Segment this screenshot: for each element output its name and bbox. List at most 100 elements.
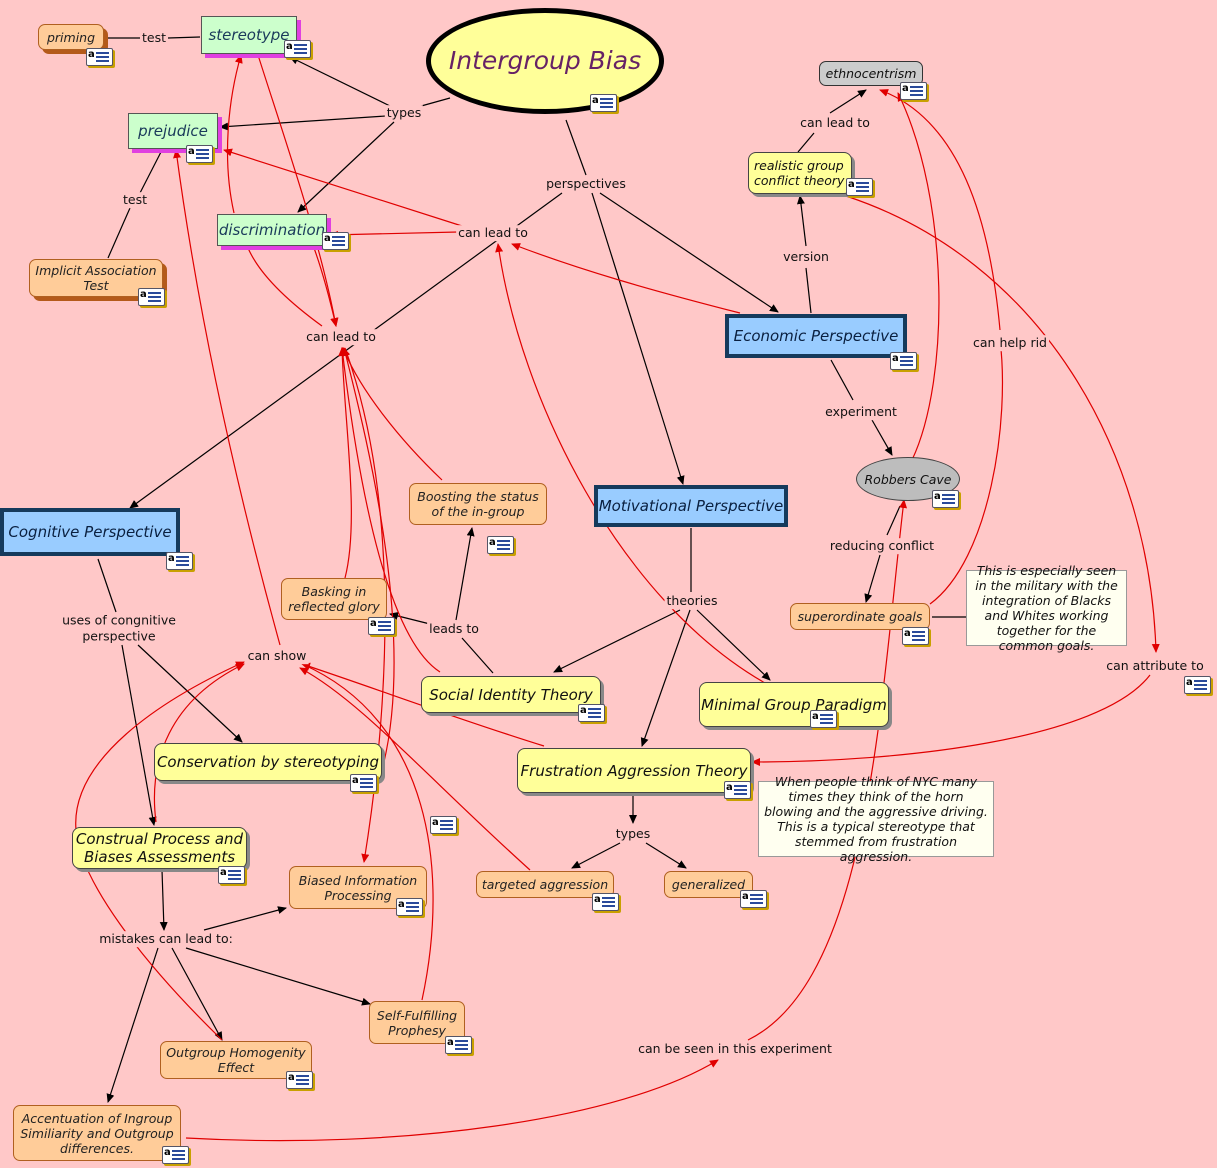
resource-icon[interactable] bbox=[445, 1036, 472, 1054]
resource-icon[interactable] bbox=[138, 288, 165, 306]
link-label-types: types bbox=[384, 105, 424, 121]
resource-icon[interactable] bbox=[322, 232, 349, 250]
resource-icon[interactable] bbox=[900, 82, 927, 100]
rgct-node[interactable]: realistic group conflict theory bbox=[748, 152, 852, 194]
ethnocentrism-label: ethnocentrism bbox=[825, 66, 917, 81]
social-identity-theory-node[interactable]: Social Identity Theory bbox=[421, 676, 601, 713]
prejudice-node[interactable]: prejudice bbox=[128, 113, 218, 149]
link-label-can-attribute-to: can attribute to bbox=[1104, 658, 1206, 674]
frustration-aggression-theory-node[interactable]: Frustration Aggression Theory bbox=[517, 748, 751, 793]
military-note[interactable]: This is especially seen in the military … bbox=[966, 563, 1127, 653]
military-note-text: This is especially seen in the military … bbox=[975, 563, 1118, 653]
minimal-group-paradigm-node[interactable]: Minimal Group Paradigm bbox=[699, 682, 889, 727]
sfp-label: Self-Fulfilling Prophesy bbox=[376, 1007, 458, 1038]
cognitive-perspective-node[interactable]: Cognitive Perspective bbox=[0, 508, 180, 556]
resource-icon[interactable] bbox=[86, 48, 113, 66]
link-label-theories: theories bbox=[664, 593, 720, 609]
rgct-label: realistic group conflict theory bbox=[754, 158, 845, 188]
resource-icon[interactable] bbox=[286, 1071, 313, 1089]
bip-label: Biased Information Processing bbox=[298, 872, 418, 903]
resource-icon[interactable] bbox=[218, 866, 245, 884]
motivational-label: Motivational Perspective bbox=[598, 497, 784, 515]
discrimination-node[interactable]: discrimination bbox=[217, 214, 327, 246]
resource-icon[interactable] bbox=[810, 710, 837, 728]
prejudice-label: prejudice bbox=[138, 122, 208, 140]
link-label-perspectives: perspectives bbox=[544, 176, 628, 192]
link-label-test: test bbox=[139, 30, 169, 46]
resource-icon[interactable] bbox=[284, 40, 311, 58]
resource-icon[interactable] bbox=[902, 627, 929, 645]
resource-icon[interactable] bbox=[592, 893, 619, 911]
resource-icon[interactable] bbox=[932, 490, 959, 508]
resource-icon[interactable] bbox=[350, 774, 377, 792]
link-label-test-2: test bbox=[120, 192, 150, 208]
link-label-version: version bbox=[781, 249, 831, 265]
conservation-label: Conservation by stereotyping bbox=[156, 753, 380, 771]
priming-label: priming bbox=[46, 29, 96, 45]
boosting-node[interactable]: Boosting the status of the in-group bbox=[409, 483, 547, 525]
accentuation-node[interactable]: Accentuation of Ingroup Similiarity and … bbox=[13, 1105, 181, 1161]
cognitive-label: Cognitive Perspective bbox=[8, 523, 172, 541]
construal-node[interactable]: Construal Process and Biases Assessments bbox=[72, 827, 247, 869]
targeted-label: targeted aggression bbox=[481, 877, 609, 892]
resource-icon[interactable] bbox=[162, 1146, 189, 1164]
robbers-cave-label: Robbers Cave bbox=[864, 471, 952, 487]
resource-icon[interactable] bbox=[368, 617, 395, 635]
nyc-note-text: When people think of NYC many times they… bbox=[764, 774, 988, 864]
ohe-label: Outgroup Homogenity Effect bbox=[166, 1045, 306, 1075]
resource-icon[interactable] bbox=[578, 704, 605, 722]
generalized-node[interactable]: generalized bbox=[664, 871, 753, 898]
link-label-uses: uses of congnitive perspective bbox=[58, 612, 180, 644]
resource-icon[interactable] bbox=[846, 178, 873, 196]
targeted-aggression-node[interactable]: targeted aggression bbox=[476, 871, 614, 898]
robbers-cave-node[interactable]: Robbers Cave bbox=[856, 457, 960, 501]
resource-icon[interactable] bbox=[396, 898, 423, 916]
link-label-can-show: can show bbox=[245, 648, 309, 664]
resource-icon[interactable] bbox=[430, 816, 457, 834]
iat-label: Implicit Association Test bbox=[35, 263, 157, 293]
stereotype-node[interactable]: stereotype bbox=[201, 16, 297, 54]
link-label-experiment: experiment bbox=[823, 404, 899, 420]
superordinate-label: superordinate goals bbox=[797, 609, 923, 624]
basking-node[interactable]: Basking in reflected glory bbox=[281, 578, 387, 620]
outgroup-homogenity-node[interactable]: Outgroup Homogenity Effect bbox=[160, 1041, 312, 1079]
fat-label: Frustration Aggression Theory bbox=[520, 761, 748, 780]
link-label-can-lead-to: can lead to bbox=[798, 115, 872, 131]
link-label-reducing-conflict: reducing conflict bbox=[827, 538, 937, 554]
generalized-label: generalized bbox=[671, 877, 746, 892]
resource-icon[interactable] bbox=[487, 536, 514, 554]
resource-icon[interactable] bbox=[590, 94, 617, 112]
discrimination-label: discrimination bbox=[218, 221, 326, 239]
title-text: Intergroup Bias bbox=[448, 46, 642, 75]
priming-node[interactable]: priming bbox=[38, 24, 104, 50]
resource-icon[interactable] bbox=[166, 552, 193, 570]
mgp-label: Minimal Group Paradigm bbox=[701, 695, 887, 714]
construal-label: Construal Process and Biases Assessments bbox=[75, 830, 244, 866]
link-label-types-2: types bbox=[613, 826, 653, 842]
superordinate-goals-node[interactable]: superordinate goals bbox=[790, 603, 930, 630]
iat-node[interactable]: Implicit Association Test bbox=[29, 259, 163, 297]
motivational-perspective-node[interactable]: Motivational Perspective bbox=[594, 485, 788, 527]
title-node[interactable]: Intergroup Bias bbox=[426, 8, 664, 114]
economic-label: Economic Perspective bbox=[733, 327, 899, 345]
boosting-label: Boosting the status of the in-group bbox=[417, 489, 539, 519]
link-label-can-lead-to-3: can lead to bbox=[304, 329, 378, 345]
resource-icon[interactable] bbox=[724, 781, 751, 799]
resource-icon[interactable] bbox=[890, 352, 917, 370]
basking-label: Basking in reflected glory bbox=[288, 584, 380, 614]
link-label-seen-in-experiment: can be seen in this experiment bbox=[636, 1041, 834, 1057]
stereotype-label: stereotype bbox=[208, 26, 290, 44]
link-label-can-lead-to-2: can lead to bbox=[456, 225, 530, 241]
nyc-note[interactable]: When people think of NYC many times they… bbox=[758, 774, 994, 864]
resource-icon[interactable] bbox=[740, 890, 767, 908]
link-label-can-help-rid: can help rid bbox=[971, 335, 1049, 351]
resource-icon[interactable] bbox=[1184, 676, 1211, 694]
conservation-node[interactable]: Conservation by stereotyping bbox=[154, 743, 382, 781]
resource-icon[interactable] bbox=[186, 145, 213, 163]
accentuation-label: Accentuation of Ingroup Similiarity and … bbox=[20, 1110, 174, 1156]
economic-perspective-node[interactable]: Economic Perspective bbox=[725, 314, 907, 358]
link-label-leads-to: leads to bbox=[427, 621, 481, 637]
sit-label: Social Identity Theory bbox=[429, 685, 593, 704]
ethnocentrism-node[interactable]: ethnocentrism bbox=[819, 61, 923, 86]
link-label-mistakes: mistakes can lead to: bbox=[97, 931, 235, 947]
